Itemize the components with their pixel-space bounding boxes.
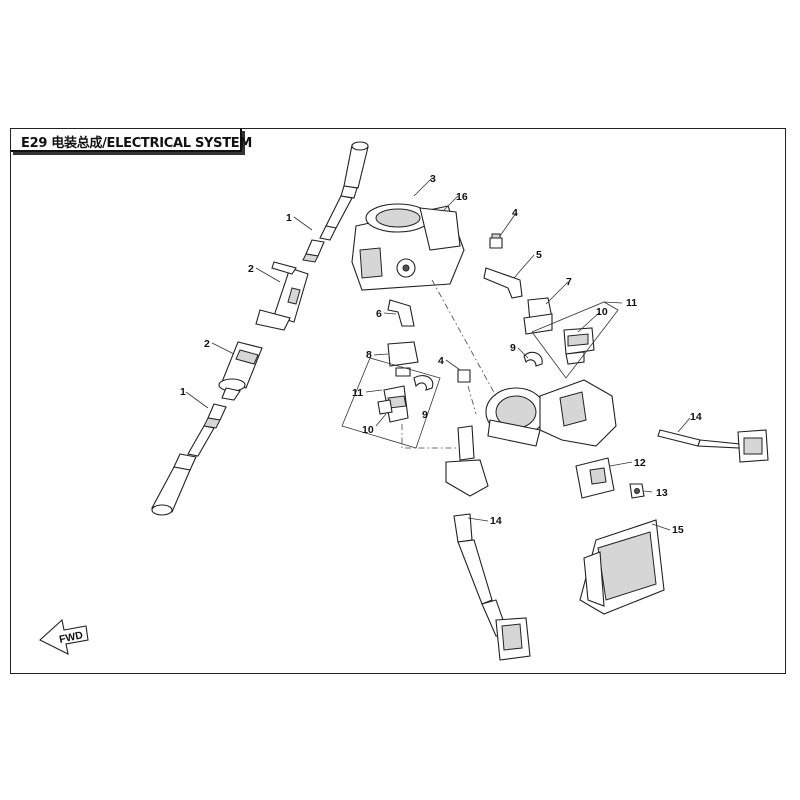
callout-11-right: 11	[626, 297, 637, 309]
callout-16: 16	[456, 191, 468, 203]
centerline-bolt	[467, 385, 477, 415]
diagram-title: E29 电装总成/ELECTRICAL SYSTEM	[21, 136, 252, 151]
callout-9-left: 9	[422, 409, 428, 421]
callout-4-lower: 4	[438, 355, 444, 367]
bracket-5	[483, 267, 523, 299]
ecu-15	[579, 519, 665, 615]
callout-2-lower: 2	[204, 338, 210, 350]
sensor-7	[523, 297, 553, 335]
leader-lines	[185, 177, 691, 531]
o2-sensor-right	[657, 429, 769, 463]
harness-lower	[151, 453, 197, 516]
callout-7: 7	[566, 276, 572, 288]
throttle-lever	[445, 425, 489, 497]
callout-15: 15	[672, 524, 684, 536]
injector-10-left	[377, 385, 409, 423]
fwd-arrow-icon: FWD	[39, 618, 89, 655]
callout-6: 6	[376, 308, 382, 320]
sensor-8	[387, 341, 419, 377]
callout-2-upper: 2	[248, 263, 254, 275]
clip-9-left	[413, 375, 434, 391]
centerline-throttle	[431, 279, 497, 397]
callout-11-left: 11	[352, 387, 363, 399]
connector-2-lower	[218, 341, 263, 401]
nut-13	[629, 483, 645, 499]
bolt-4-upper	[489, 233, 503, 249]
callout-8: 8	[366, 349, 372, 361]
diagram-frame	[10, 128, 786, 674]
intake-manifold	[485, 379, 617, 447]
callout-13: 13	[656, 487, 668, 499]
callout-10-left: 10	[362, 424, 374, 436]
fwd-label: FWD	[58, 629, 84, 646]
callout-14-lower: 14	[490, 515, 502, 527]
callout-1-lower: 1	[180, 386, 186, 398]
injector-10-right	[563, 327, 595, 365]
bolt-4-lower	[457, 369, 471, 383]
callout-4-upper: 4	[512, 207, 518, 219]
connector-1-lower	[187, 403, 227, 457]
injector-set-outline-left	[341, 357, 441, 449]
connector-2-upper	[255, 261, 309, 331]
callout-10-right: 10	[596, 306, 608, 318]
callout-5: 5	[536, 249, 542, 261]
throttle-body-3	[351, 203, 465, 291]
callout-1-upper: 1	[286, 212, 292, 224]
callout-14-right: 14	[690, 411, 702, 423]
o2-sensor-lower	[453, 513, 531, 661]
centerline-injector	[401, 424, 456, 449]
clip-9-right	[523, 351, 543, 367]
title-box: E29 电装总成/ELECTRICAL SYSTEM	[10, 128, 252, 152]
injector-set-outline-right	[531, 301, 619, 379]
callout-3: 3	[430, 173, 436, 185]
harness-upper	[319, 141, 369, 241]
callout-9-right: 9	[510, 342, 516, 354]
bracket-12	[575, 457, 615, 499]
bracket-6	[387, 299, 415, 327]
callout-12: 12	[634, 457, 646, 469]
connector-1-upper	[302, 239, 325, 263]
